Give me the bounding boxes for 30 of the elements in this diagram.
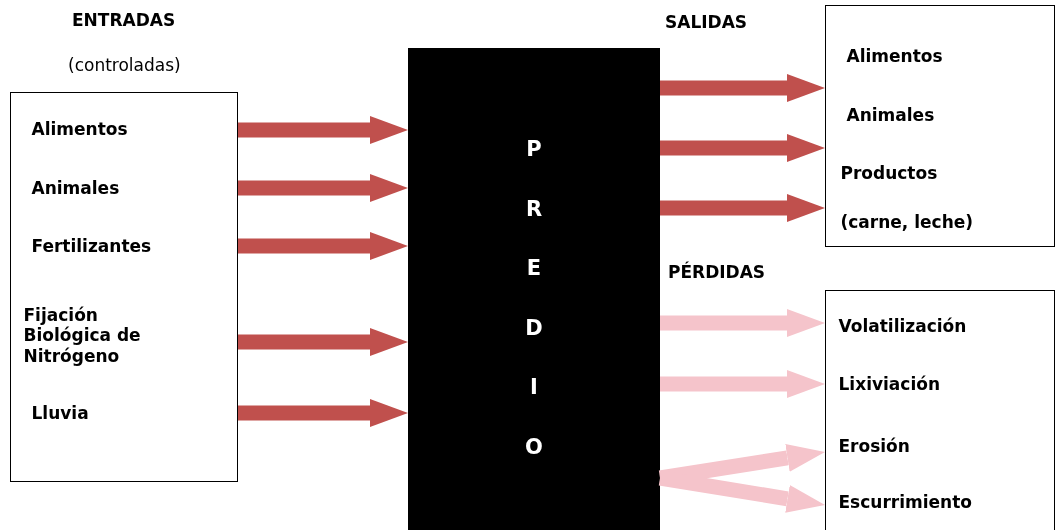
list-item: Fijación Biológica de Nitrógeno [9, 295, 238, 376]
heading-label: (controladas) [68, 55, 181, 75]
arrow [238, 328, 408, 356]
list-item: Animales [824, 98, 1055, 133]
farm-block: PREDIO [408, 48, 660, 530]
panel-box [10, 92, 238, 482]
arrow [660, 74, 825, 102]
list-item: Alimentos [824, 39, 1055, 74]
list-item: Erosión [824, 431, 1055, 462]
arrow [238, 232, 408, 260]
panel-box [825, 5, 1055, 247]
heading-label: ENTRADAS [72, 10, 176, 30]
arrow [238, 399, 408, 427]
arrow [660, 134, 825, 162]
list-item: Animales [9, 174, 238, 203]
list-item: Fertilizantes [9, 232, 238, 261]
arrow [660, 194, 825, 222]
arrow [238, 174, 408, 202]
list-item: Alimentos [9, 115, 238, 144]
list-item: Lluvia [9, 399, 238, 428]
panel-box [825, 290, 1055, 530]
arrow [238, 116, 408, 144]
heading-label: PÉRDIDAS [668, 262, 766, 282]
list-item: Escurrimiento [824, 487, 1055, 518]
list-item: Volatilización [824, 311, 1055, 342]
list-item: Productos (carne, leche) [824, 157, 1055, 238]
list-item: Lixiviación [824, 369, 1055, 400]
arrow [660, 309, 825, 337]
heading-label: SALIDAS [665, 12, 748, 32]
arrow [660, 370, 825, 398]
